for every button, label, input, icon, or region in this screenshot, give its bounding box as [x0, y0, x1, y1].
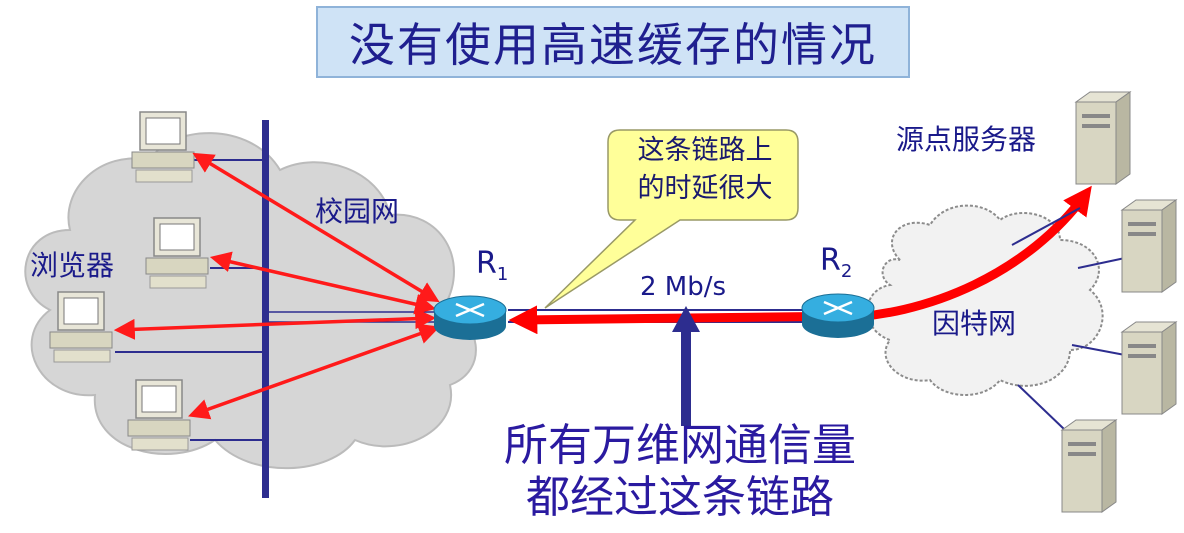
traffic-note: 所有万维网通信量 都经过这条链路 — [440, 420, 920, 524]
browser-pc-2 — [145, 217, 209, 289]
origin-server-label: 源点服务器 — [896, 123, 1037, 156]
callout-line-2: 的时延很大 — [637, 173, 773, 204]
router-r1 — [433, 295, 507, 340]
server-3 — [1120, 321, 1178, 415]
title-banner: 没有使用高速缓存的情况 — [316, 6, 910, 78]
campus-bus — [262, 120, 269, 498]
router-r1-letter: R — [476, 246, 497, 281]
router-r1-label: R1 — [476, 246, 508, 285]
internet-cloud — [866, 204, 1104, 396]
page-title: 没有使用高速缓存的情况 — [349, 18, 877, 72]
origin-server — [1074, 91, 1132, 185]
traffic-note-line-2: 都经过这条链路 — [526, 472, 834, 523]
callout-line-1: 这条链路上 — [637, 135, 773, 166]
campus-net-label: 校园网 — [315, 195, 400, 228]
traffic-pointer-arrow — [672, 306, 700, 426]
latency-callout — [544, 129, 799, 309]
browser-pc-1 — [131, 111, 195, 183]
traffic-note-line-1: 所有万维网通信量 — [504, 420, 856, 471]
browser-label: 浏览器 — [30, 249, 115, 282]
server-links — [1011, 207, 1126, 431]
router-r2-subscript: 2 — [840, 261, 853, 282]
server-4 — [1060, 419, 1118, 513]
browser-r1-arrows — [113, 152, 440, 420]
router-r2-letter: R — [820, 243, 841, 278]
router-r2 — [801, 293, 875, 338]
bandwidth-label: 2 Mb/s — [640, 272, 727, 302]
server-2 — [1120, 199, 1178, 293]
browser-pc-3 — [49, 291, 113, 363]
internet-label: 因特网 — [932, 307, 1017, 340]
latency-callout-text: 这条链路上 的时延很大 — [616, 132, 794, 208]
browser-pc-4 — [127, 379, 191, 451]
router-r1-subscript: 1 — [496, 264, 509, 285]
router-r2-label: R2 — [820, 243, 852, 282]
